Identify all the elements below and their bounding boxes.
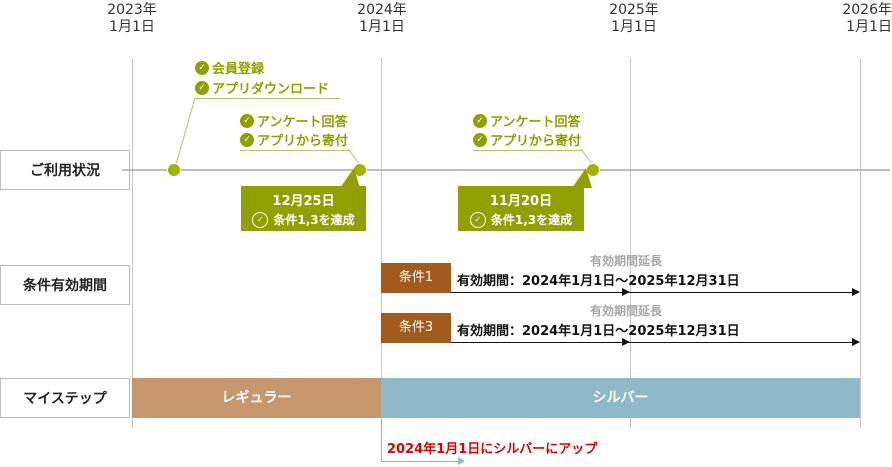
gridline-2024 [381,58,382,428]
event-app-donation: ✓ アプリから寄付 [240,130,348,149]
condition-3-line [451,342,853,343]
condition-1-period: 有効期間：2024年1月1日～2025年12月31日 [457,274,740,289]
gridline-2023 [132,58,133,428]
gridline-2025 [630,58,631,428]
event-survey-answer: ✓ アンケート回答 [473,111,580,130]
check-icon: ✓ [240,113,254,128]
arrow-right-icon [852,288,860,296]
step-silver-bar: シルバー [381,378,860,418]
event-leader-line [580,148,594,166]
event-app-donation: ✓ アプリから寄付 [473,130,581,149]
condition-1-tag: 条件1 [381,263,451,293]
event-dot [167,163,181,177]
event-leader-line [174,97,196,169]
condition-3-period: 有効期間：2024年1月1日～2025年12月31日 [457,324,740,339]
usage-timeline [122,169,890,171]
row-label-mystep: マイステップ [0,378,130,418]
arrow-right-icon [622,288,630,296]
event-underline [240,150,350,151]
arrow-right-icon [852,338,860,346]
check-circle-icon: ✓ [252,211,269,228]
check-icon: ✓ [473,132,487,147]
condition-3-extension: 有効期間延長 [590,304,663,318]
event-survey-answer: ✓ アンケート回答 [240,111,347,130]
event-underline [473,150,583,151]
condition-1-line [451,292,853,293]
condition-3-tag: 条件3 [381,313,451,343]
event-app-download: ✓ アプリダウンロード [195,78,329,97]
callout-achieved-2: 11月20日 ✓ 条件1,3を達成 [458,186,584,231]
event-underline [194,98,340,99]
event-leader-line [347,148,361,166]
upgrade-note: 2024年1月1日にシルバーにアップ [387,442,598,457]
row-label-usage: ご利用状況 [0,150,130,190]
check-icon: ✓ [240,132,254,147]
callout-pointer [572,168,592,188]
event-member-registration: ✓ 会員登録 [195,58,264,77]
row-label-conditions: 条件有効期間 [0,265,130,305]
check-circle-icon: ✓ [469,211,486,228]
check-icon: ✓ [473,113,487,128]
check-icon: ✓ [195,80,209,95]
arrow-right-icon [458,457,465,465]
check-icon: ✓ [195,60,209,75]
step-regular-bar: レギュラー [132,378,381,418]
condition-1-extension: 有効期間延長 [590,254,663,268]
upgrade-connector [381,461,459,462]
upgrade-connector [381,418,382,462]
gridline-2026 [860,58,861,428]
callout-achieved-1: 12月25日 ✓ 条件1,3を達成 [241,186,366,231]
callout-pointer [340,168,360,188]
arrow-right-icon [622,338,630,346]
